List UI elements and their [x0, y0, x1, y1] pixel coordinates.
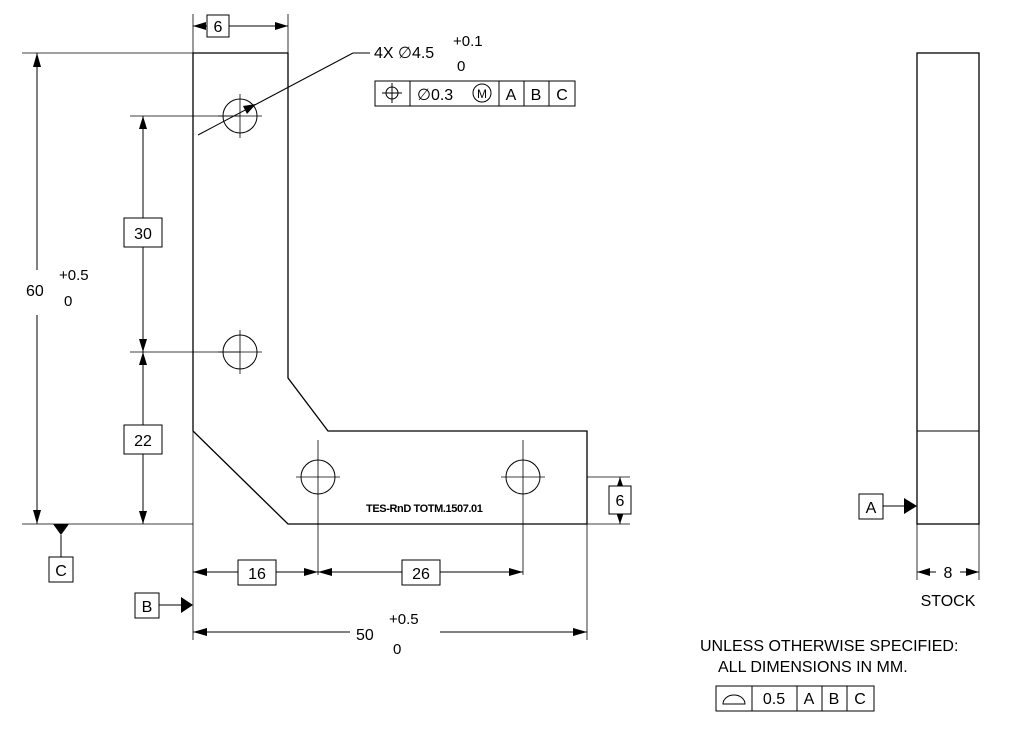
position-datum-2: B: [531, 87, 542, 104]
stock-note: STOCK: [921, 593, 976, 610]
side-view: A 8 STOCK: [858, 52, 980, 610]
position-icon: [382, 83, 402, 103]
dim-hole-spacing-horizontal: 16 26: [193, 559, 523, 586]
datum-b-callout: B: [134, 592, 193, 619]
overall-width-tol-upper: +0.5: [389, 611, 419, 628]
overall-width-tol-lower: 0: [393, 641, 401, 658]
hole-callout-tol-lower: 0: [457, 58, 465, 75]
bracket-outline: [192, 52, 588, 525]
profile-of-surface-icon: [722, 694, 746, 705]
position-datum-3: C: [556, 87, 568, 104]
datum-a-label: A: [866, 500, 877, 517]
datum-b-label: B: [142, 599, 153, 616]
bottom-leg-height-value: 6: [616, 493, 625, 510]
overall-width-value: 50: [356, 627, 374, 644]
mmc-modifier-letter: M: [477, 87, 487, 101]
hole-3: [296, 440, 340, 575]
datum-c-label: C: [55, 563, 67, 580]
overall-height-tol-upper: +0.5: [59, 267, 89, 284]
general-notes: UNLESS OTHERWISE SPECIFIED: ALL DIMENSIO…: [700, 638, 958, 712]
dim-top-tab-width: 6: [193, 14, 288, 38]
hole-callout: 4X ∅4.5 +0.1 0: [197, 33, 483, 136]
hole-callout-size: 4X ∅4.5: [374, 45, 434, 62]
mmc-modifier-icon: M: [472, 83, 492, 103]
position-feature-control-frame: ∅0.3 M A B C: [374, 80, 576, 107]
hole-spacing-x-value: 26: [412, 566, 430, 583]
datum-c-callout: C: [48, 524, 74, 583]
overall-height-value: 60: [26, 283, 44, 300]
hole-offset-x1-value: 16: [248, 566, 266, 583]
dim-overall-width: 50 +0.5 0: [193, 611, 587, 658]
notes-line-2: ALL DIMENSIONS IN MM.: [718, 659, 908, 676]
profile-tolerance: 0.5: [763, 691, 785, 708]
profile-datum-1: A: [804, 691, 815, 708]
top-tab-width-value: 6: [214, 19, 223, 36]
hole-4: [501, 440, 545, 575]
part-marking: TES-RnD TOTM.1507.01: [366, 503, 483, 515]
dim-bottom-leg-height: 6: [608, 477, 632, 524]
notes-line-1: UNLESS OTHERWISE SPECIFIED:: [700, 638, 958, 655]
extension-lines: [22, 14, 630, 640]
dim-stock-thickness: 8 STOCK: [916, 524, 980, 610]
hole-spacing-lower-value: 22: [134, 433, 152, 450]
dim-hole-spacing-vertical: 30 22: [123, 116, 163, 524]
profile-feature-control-frame: 0.5 A B C: [715, 685, 875, 712]
hole-spacing-upper-value: 30: [134, 226, 152, 243]
position-tolerance: ∅0.3: [417, 87, 453, 104]
hole-callout-tol-upper: +0.1: [453, 33, 483, 50]
side-view-outline: [916, 52, 980, 525]
position-datum-1: A: [506, 87, 517, 104]
front-view: TES-RnD TOTM.1507.01 6 4X: [22, 14, 632, 658]
datum-a-callout: A: [858, 493, 917, 520]
dim-overall-height: 60 +0.5 0: [26, 53, 89, 524]
profile-datum-3: C: [854, 691, 866, 708]
profile-datum-2: B: [829, 691, 840, 708]
overall-height-tol-lower: 0: [64, 293, 72, 310]
stock-thickness-value: 8: [944, 565, 953, 582]
